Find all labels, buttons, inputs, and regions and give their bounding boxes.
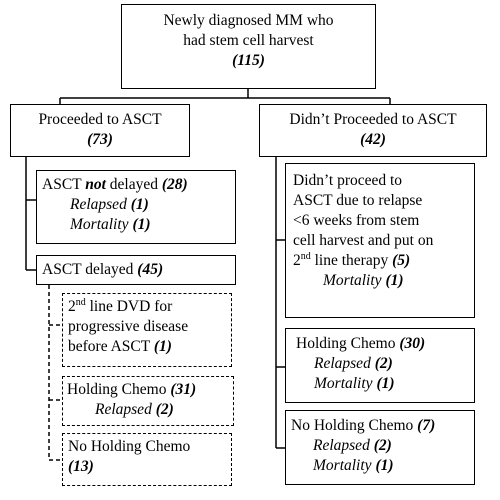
- left-holding-chemo-count: (31): [170, 381, 197, 398]
- root-box: Newly diagnosed MM who had stem cell har…: [121, 4, 376, 89]
- right-no-holding-chemo-label: No Holding Chemo (7): [291, 417, 436, 434]
- dvd-count: (1): [153, 338, 172, 355]
- left-no-holding-chemo-label: No Holding Chemo: [68, 438, 191, 455]
- proceeded-asct-title: Proceeded to ASCT: [38, 111, 162, 128]
- relapse-line-5: 2nd line therapy (5): [293, 250, 411, 269]
- right-no-holding-chemo-count: (7): [417, 417, 436, 434]
- relapse-line-3: <6 weeks from stem: [293, 212, 420, 229]
- asct-delayed-box: ASCT delayed (45): [36, 255, 236, 285]
- left-holding-relapsed: Relapsed (2): [95, 401, 174, 418]
- not-delayed-mortality: Mortality (1): [70, 216, 151, 233]
- relapse-line-1: Didn’t proceed to: [293, 172, 403, 189]
- left-holding-chemo-box: Holding Chemo (31) Relapsed (2): [62, 376, 234, 426]
- not-proceeded-asct-box: Didn’t Proceeded to ASCT (42): [259, 104, 487, 157]
- right-holding-mortality: Mortality (1): [314, 375, 395, 392]
- left-holding-chemo-label: Holding Chemo (31): [67, 381, 197, 398]
- root-line-1: Newly diagnosed MM who: [163, 12, 334, 29]
- asct-not-delayed-count: (28): [161, 176, 188, 193]
- asct-delayed-count: (45): [137, 261, 164, 278]
- root-count: (115): [232, 52, 265, 69]
- dvd-line-2: progressive disease: [68, 318, 189, 335]
- right-no-holding-chemo-box: No Holding Chemo (7) Relapsed (2) Mortal…: [285, 410, 475, 485]
- right-no-holding-relapsed: Relapsed (2): [313, 437, 392, 454]
- relapse-six-weeks-box: Didn’t proceed to ASCT due to relapse <6…: [285, 163, 475, 318]
- left-no-holding-chemo-box: No Holding Chemo (13): [62, 433, 232, 486]
- right-holding-relapsed: Relapsed (2): [314, 355, 393, 372]
- relapse-mortality: Mortality (1): [323, 272, 404, 289]
- not-delayed-relapsed: Relapsed (1): [70, 196, 149, 213]
- not-proceeded-asct-title: Didn’t Proceeded to ASCT: [289, 111, 457, 128]
- right-holding-chemo-box: Holding Chemo (30) Relapsed (2) Mortalit…: [285, 328, 475, 403]
- relapse-line-2: ASCT due to relapse: [293, 192, 423, 209]
- dvd-line-1: 2nd line DVD for: [68, 296, 173, 315]
- relapse-count: (5): [392, 252, 411, 269]
- relapse-line-4: cell harvest and put on: [293, 232, 434, 249]
- right-holding-chemo-count: (30): [399, 335, 426, 352]
- asct-delayed-label: ASCT delayed (45): [42, 261, 164, 278]
- proceeded-asct-count: (73): [87, 131, 113, 148]
- dvd-progressive-box: 2nd line DVD for progressive disease bef…: [62, 293, 232, 367]
- not-proceeded-asct-count: (42): [360, 131, 386, 148]
- right-no-holding-mortality: Mortality (1): [313, 457, 394, 474]
- dvd-line-3: before ASCT (1): [68, 338, 172, 355]
- left-no-holding-chemo-count: (13): [68, 458, 94, 475]
- root-line-2: had stem cell harvest: [183, 32, 314, 49]
- right-holding-chemo-label: Holding Chemo (30): [296, 335, 426, 352]
- asct-not-delayed-label: ASCT not delayed (28): [42, 176, 188, 193]
- asct-not-delayed-box: ASCT not delayed (28) Relapsed (1) Morta…: [36, 170, 236, 244]
- proceeded-asct-box: Proceeded to ASCT (73): [10, 104, 190, 157]
